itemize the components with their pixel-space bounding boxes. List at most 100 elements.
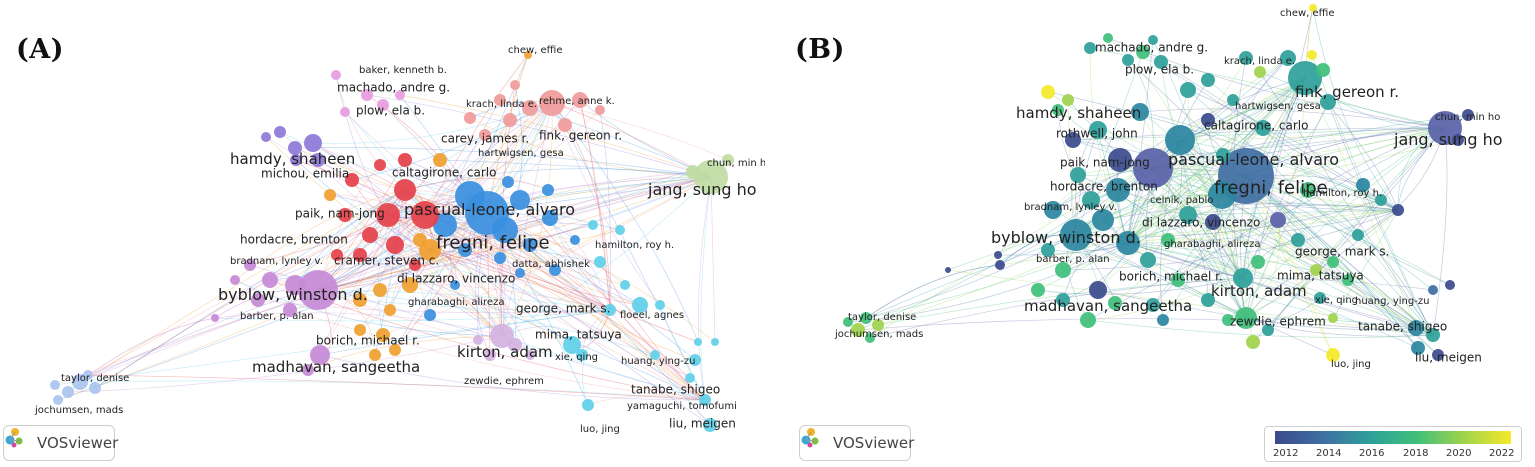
author-label[interactable]: barber, p. alan — [240, 311, 314, 322]
author-node[interactable] — [1201, 113, 1215, 127]
author-node[interactable] — [994, 251, 1002, 259]
author-node[interactable] — [331, 70, 341, 80]
author-node[interactable] — [1392, 204, 1404, 216]
author-label[interactable]: barber, p. alan — [1036, 254, 1110, 265]
author-node[interactable] — [494, 252, 506, 264]
author-node[interactable] — [1291, 233, 1305, 247]
author-label[interactable]: paik, nam-jong — [295, 207, 385, 221]
author-label[interactable]: jochumsen, mads — [834, 329, 923, 340]
author-node[interactable] — [1352, 229, 1364, 241]
author-label[interactable]: hordacre, brenton — [1050, 180, 1158, 194]
author-node[interactable] — [433, 213, 457, 237]
author-node[interactable] — [1171, 273, 1185, 287]
author-node[interactable] — [689, 354, 701, 366]
author-node[interactable] — [542, 210, 558, 226]
author-label[interactable]: chew, effie — [1280, 8, 1335, 19]
author-node[interactable] — [473, 335, 483, 345]
author-node[interactable] — [1254, 66, 1266, 78]
author-node[interactable] — [369, 349, 381, 361]
author-node[interactable] — [389, 344, 401, 356]
author-node[interactable] — [1065, 132, 1081, 148]
author-node[interactable] — [1262, 324, 1274, 336]
author-node[interactable] — [510, 190, 530, 210]
author-node[interactable] — [373, 283, 387, 297]
author-node[interactable] — [1462, 109, 1474, 121]
author-label[interactable]: madhavan, sangeetha — [252, 358, 420, 376]
author-node[interactable] — [354, 324, 366, 336]
author-node[interactable] — [1070, 167, 1086, 183]
author-label[interactable]: xie, qing — [1315, 295, 1358, 306]
author-node[interactable] — [1041, 85, 1055, 99]
author-label[interactable]: hamdy, shaheen — [230, 150, 355, 168]
author-label[interactable]: caltagirone, carlo — [1204, 119, 1308, 133]
author-label[interactable]: luo, jing — [1331, 359, 1371, 370]
author-node[interactable] — [353, 293, 367, 307]
author-label[interactable]: fregni, felipe — [436, 232, 550, 253]
author-label[interactable]: liu, meigen — [669, 417, 736, 431]
author-node[interactable] — [310, 345, 330, 365]
author-node[interactable] — [376, 328, 390, 342]
author-node[interactable] — [1154, 55, 1168, 69]
author-node[interactable] — [411, 201, 439, 229]
author-node[interactable] — [304, 134, 322, 152]
author-label[interactable]: huang, ying-zu — [621, 356, 695, 367]
author-node[interactable] — [594, 256, 606, 268]
author-node[interactable] — [261, 132, 271, 142]
author-node[interactable] — [650, 350, 660, 360]
author-node[interactable] — [570, 235, 580, 245]
author-node[interactable] — [843, 317, 853, 327]
author-label[interactable]: krach, linda e. — [466, 99, 537, 110]
author-node[interactable] — [285, 275, 305, 295]
author-node[interactable] — [576, 349, 588, 361]
author-node[interactable] — [283, 303, 297, 317]
author-label[interactable]: chew, effie — [508, 45, 563, 56]
author-node[interactable] — [515, 268, 525, 278]
author-node[interactable] — [395, 90, 405, 100]
author-node[interactable] — [1222, 314, 1234, 326]
author-label[interactable]: celnik, pablo — [1150, 195, 1213, 206]
author-label[interactable]: madhavan, sangeetha — [1024, 297, 1192, 315]
author-node[interactable] — [340, 107, 350, 117]
author-node[interactable] — [464, 112, 476, 124]
author-label[interactable]: yamaguchi, tomofumi — [627, 401, 737, 412]
author-node[interactable] — [1307, 50, 1317, 60]
author-node[interactable] — [1411, 341, 1425, 355]
author-label[interactable]: hamdy, shaheen — [1016, 104, 1141, 122]
author-node[interactable] — [1060, 219, 1092, 251]
author-label[interactable]: taylor, denise — [848, 312, 916, 323]
author-node[interactable] — [1148, 35, 1158, 45]
author-node[interactable] — [703, 418, 717, 432]
author-label[interactable]: michou, emilia — [261, 167, 349, 181]
author-label[interactable]: rehme, anne k. — [539, 96, 615, 107]
author-label[interactable]: kirton, adam — [1211, 282, 1307, 300]
author-node[interactable] — [1445, 280, 1455, 290]
author-node[interactable] — [1108, 148, 1132, 172]
author-label[interactable]: baker, kenneth b. — [359, 65, 447, 76]
author-node[interactable] — [595, 105, 605, 115]
author-node[interactable] — [615, 225, 625, 235]
author-label[interactable]: hartwigsen, gesa — [478, 148, 564, 159]
author-label[interactable]: fregni, felipe — [1214, 177, 1328, 198]
author-node[interactable] — [450, 280, 460, 290]
author-node[interactable] — [694, 160, 728, 194]
author-node[interactable] — [1251, 255, 1265, 269]
author-label[interactable]: plow, ela b. — [1125, 63, 1194, 77]
author-node[interactable] — [1052, 104, 1064, 116]
author-node[interactable] — [1082, 191, 1100, 209]
author-node[interactable] — [50, 380, 60, 390]
author-node[interactable] — [302, 364, 314, 376]
author-node[interactable] — [945, 267, 951, 273]
author-node[interactable] — [588, 220, 598, 230]
author-label[interactable]: plow, ela b. — [356, 104, 425, 118]
author-label[interactable]: zewdie, ephrem — [1230, 315, 1326, 329]
author-node[interactable] — [211, 314, 219, 322]
author-label[interactable]: hamilton, roy h. — [1303, 188, 1382, 199]
author-label[interactable]: taylor, denise — [61, 373, 129, 384]
author-node[interactable] — [604, 304, 616, 316]
author-node[interactable] — [1131, 103, 1149, 121]
author-node[interactable] — [1161, 233, 1175, 247]
author-node[interactable] — [1089, 121, 1107, 139]
author-node[interactable] — [290, 154, 302, 166]
author-label[interactable]: floeel, agnes — [620, 310, 684, 321]
